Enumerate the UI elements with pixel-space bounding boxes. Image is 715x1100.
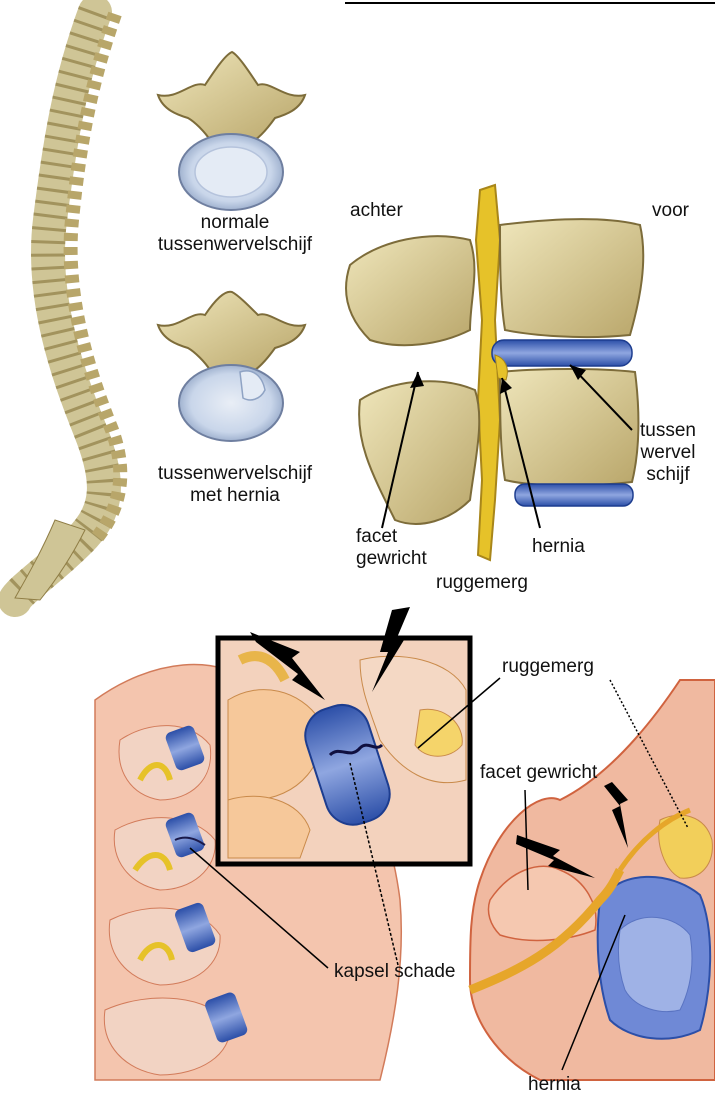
facet-joint-top-label-line2: gewricht [356,548,427,570]
hernia-disc-label-line1: tussenwervelschijf [125,463,345,485]
facet-joint-cross-section [470,680,715,1080]
spinal-cord-top-label: ruggemerg [436,572,528,594]
disc-side-label: tussen wervel schijf [628,420,708,486]
capsule-damage-label: kapsel schade [334,961,455,983]
hernia-bottom-label: hernia [528,1074,581,1096]
zoom-inset-box [218,638,470,864]
hernia-top-label: hernia [532,536,585,558]
facet-joint-bottom-label: facet gewricht [480,762,597,784]
facet-joint-top-label-line1: facet [356,526,427,548]
front-label: voor [652,200,689,222]
spinal-cord-bottom-label: ruggemerg [502,656,594,678]
disc-side-label-line3: schijf [628,464,708,486]
normal-disc-label-line2: tussenwervelschijf [135,234,335,256]
normal-disc-label-line1: normale [135,212,335,234]
lateral-vertebrae-illustration [346,185,643,560]
spine-column [15,12,120,600]
disc-side-label-line1: tussen [628,420,708,442]
disc-side-label-line2: wervel [628,442,708,464]
normal-disc-label: normale tussenwervelschijf [135,212,335,256]
hernia-disc-label-line2: met hernia [125,485,345,507]
back-label: achter [350,200,403,222]
normal-disc-illustration [158,52,305,210]
hernia-disc-label: tussenwervelschijf met hernia [125,463,345,507]
facet-joint-top-label: facet gewricht [356,526,427,570]
herniated-disc-illustration [158,292,305,441]
